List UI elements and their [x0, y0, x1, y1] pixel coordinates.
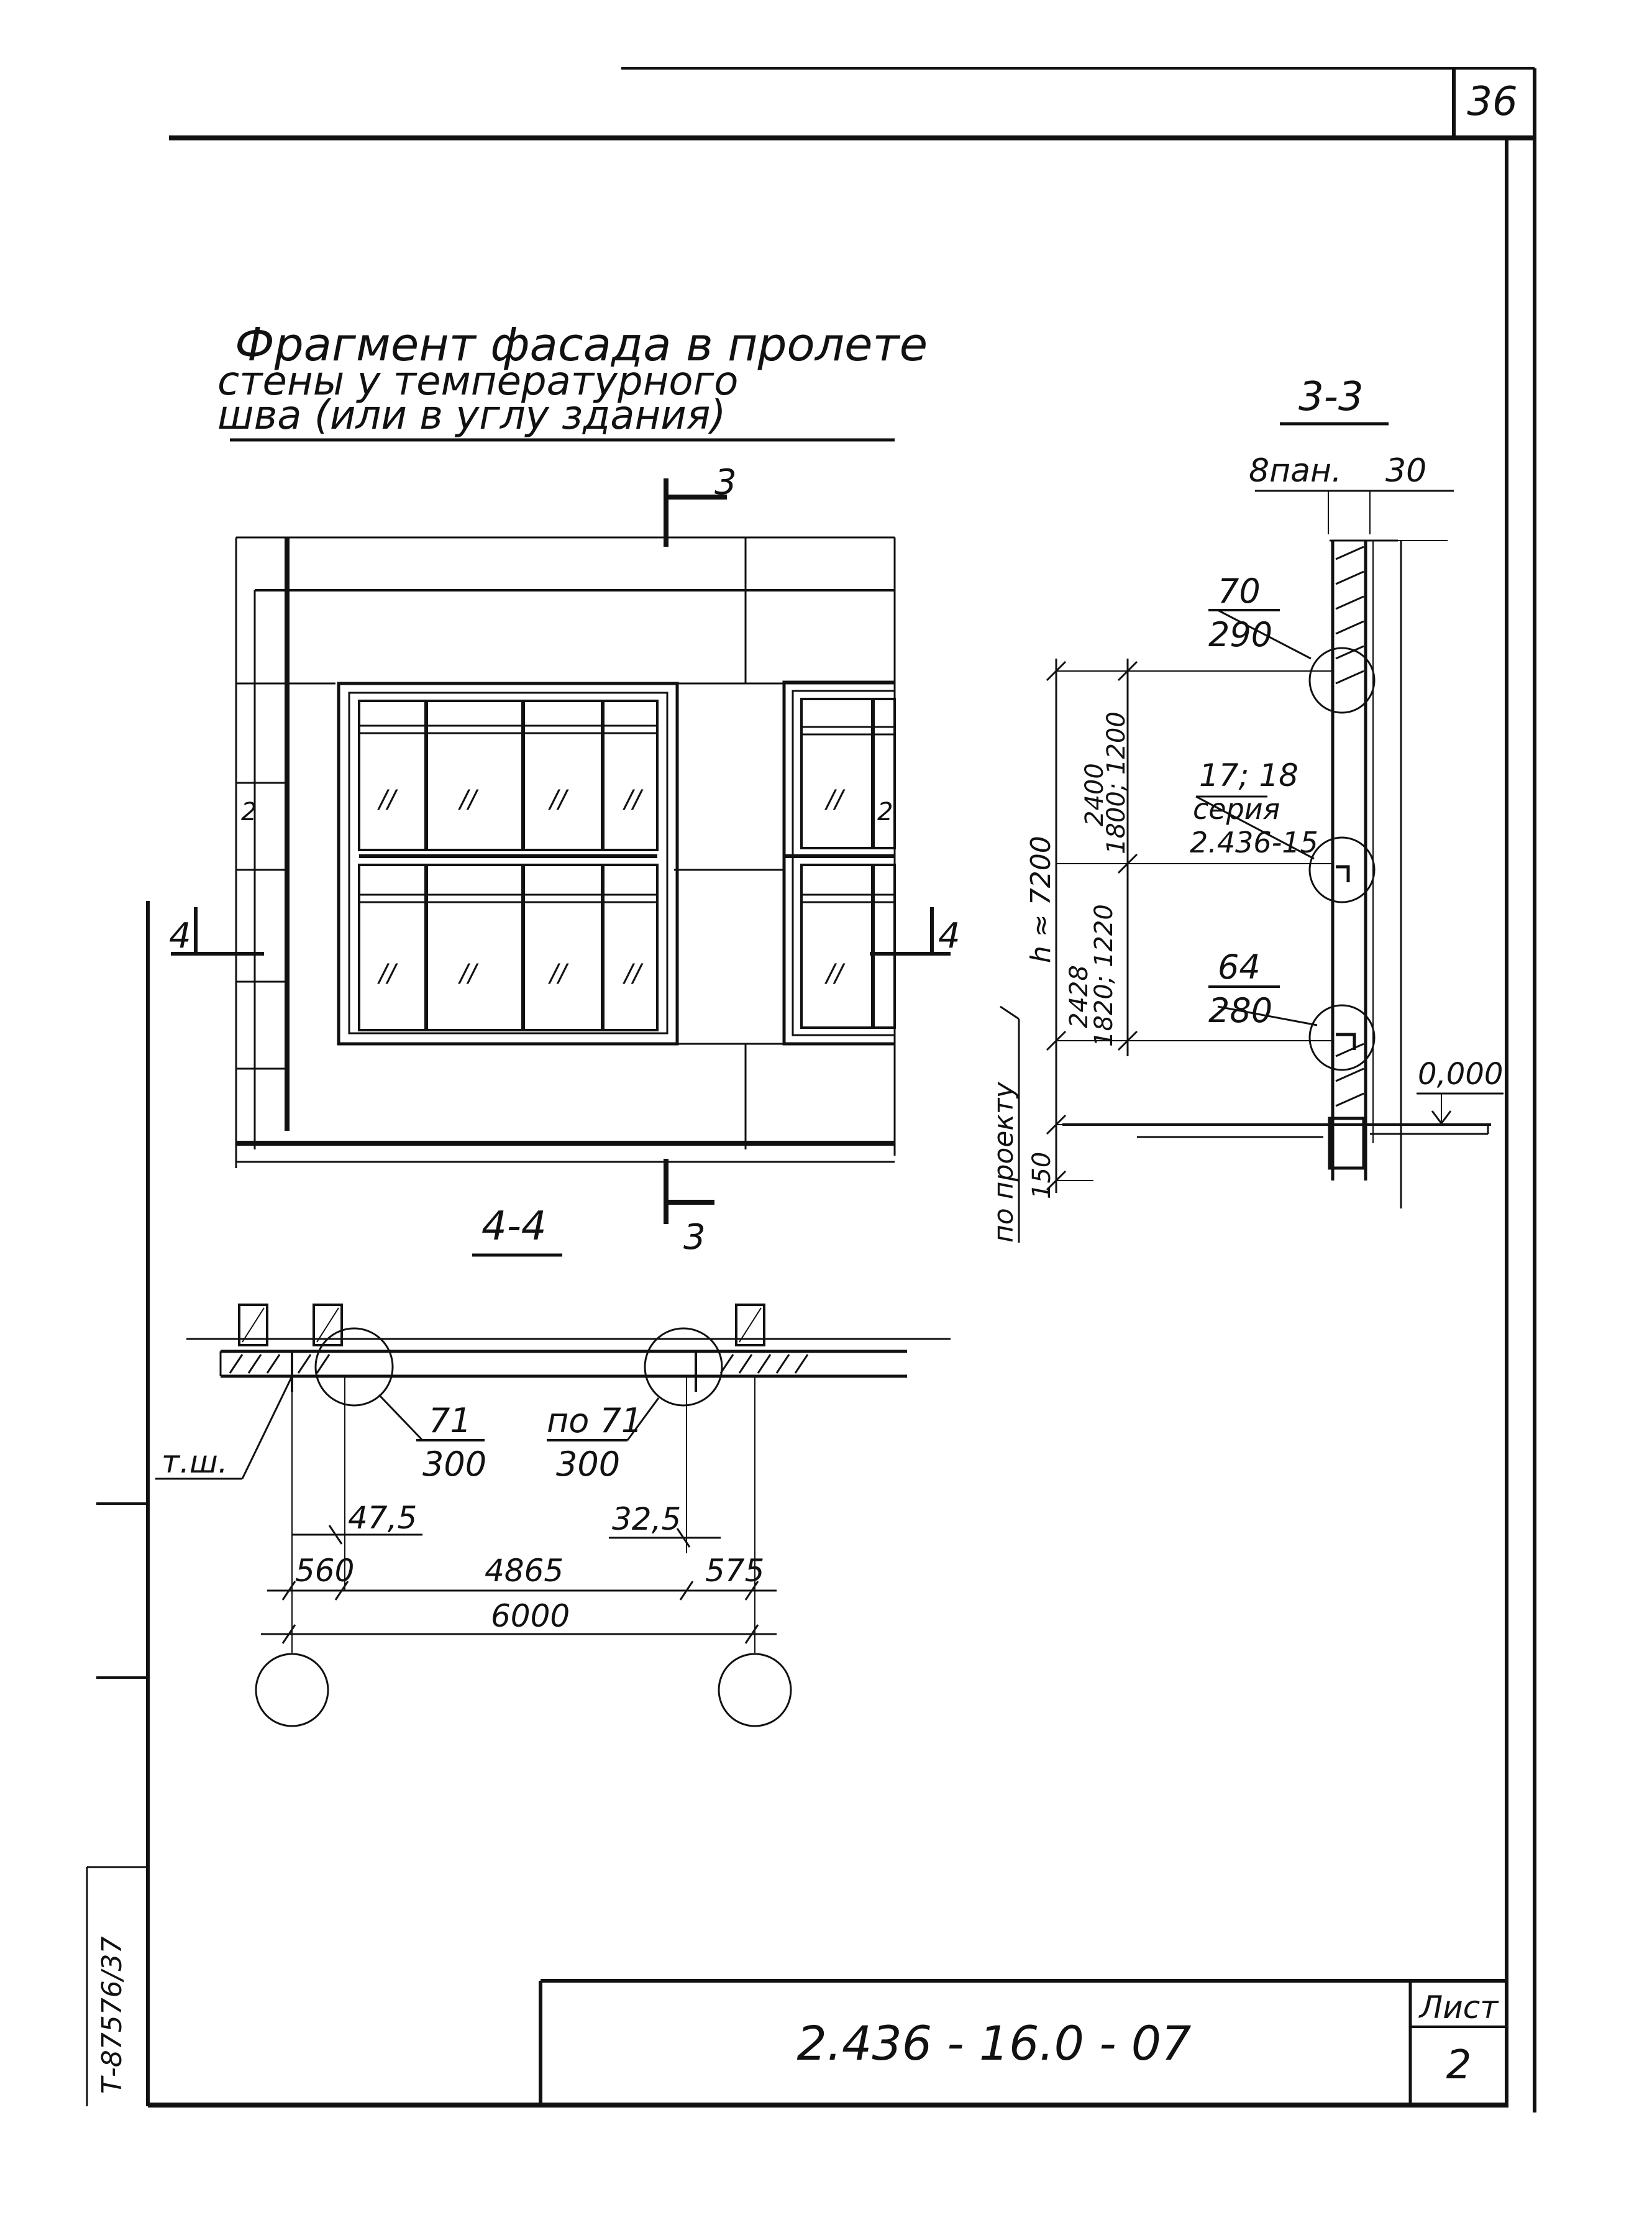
dim-150: 150: [1028, 1152, 1056, 1199]
dim-upper: 2400: [1080, 763, 1109, 826]
node-70-num: 70: [1218, 572, 1261, 611]
node-17-18-series: серия: [1193, 792, 1280, 826]
dim-upper-alt: 1800; 1200: [1102, 711, 1131, 854]
dim-32-5: 32,5: [612, 1501, 681, 1537]
node-circle-17-18: [1308, 836, 1376, 903]
by-project-note: по проекту: [988, 1081, 1020, 1243]
cut-mark-3-top: 3: [714, 462, 737, 503]
hatch-mark: //: [377, 959, 398, 988]
hatch-mark: //: [623, 959, 644, 988]
node-circle-71-alt: [644, 1327, 723, 1407]
node-71-den: 300: [422, 1445, 486, 1484]
facade-elevation: [171, 478, 951, 1224]
title-block: 2.436 - 16.0 - 07 Лист 2: [539, 1979, 1507, 2105]
title-line-1: Фрагмент фасада в пролете: [235, 318, 928, 372]
dim-4865: 4865: [485, 1553, 564, 1589]
axis-bubble-left: [255, 1653, 329, 1727]
section-3-3-label: 3-3: [1298, 374, 1364, 420]
dim-575: 575: [705, 1553, 764, 1589]
node-71-num: 71: [429, 1401, 472, 1440]
sheet-value: 2: [1446, 2042, 1472, 2088]
side-stamp: Т-87576/37: [96, 1936, 128, 2094]
node-70-den: 290: [1208, 615, 1272, 654]
dim-lower-alt: 1820; 1220: [1090, 904, 1118, 1047]
node-circle-71: [314, 1327, 394, 1407]
dim-6000: 6000: [491, 1598, 570, 1634]
sheet-number-top: 36: [1467, 79, 1517, 125]
side-mark-left: 2: [241, 798, 257, 826]
drawing-code: 2.436 - 16.0 - 07: [797, 2016, 1192, 2071]
hatch-mark: //: [623, 785, 644, 814]
hatch-mark: //: [548, 785, 569, 814]
cut-mark-4-right: 4: [938, 916, 961, 956]
glass-hatch-marks: // // // // // // // // // //: [377, 785, 846, 988]
dim-lower: 2428: [1065, 965, 1093, 1028]
node-17-18-num: 17; 18: [1199, 757, 1298, 793]
dim-total: h ≈ 7200: [1025, 836, 1057, 963]
node-17-18-series-code: 2.436-15: [1190, 826, 1318, 859]
node-circle-64: [1308, 1004, 1376, 1071]
axis-bubble-right: [718, 1653, 792, 1727]
title-line-2: стены у температурного: [217, 359, 738, 404]
drawing-title: Фрагмент фасада в пролете стены у темпер…: [217, 318, 928, 442]
level-mark: 0,000: [1418, 1057, 1503, 1092]
node-64-num: 64: [1218, 948, 1261, 987]
hatch-mark: //: [377, 785, 398, 814]
cut-mark-3-bottom: 3: [683, 1217, 706, 1258]
title-line-3: шва (или в углу здания): [217, 393, 726, 439]
node-71-alt-num: по 71: [547, 1401, 642, 1440]
node-64-den: 280: [1208, 991, 1272, 1030]
section-4-4: 4-4: [155, 1203, 951, 1727]
sheet-frame: [86, 67, 1536, 2112]
cut-mark-4-left: 4: [169, 916, 191, 956]
node-71-alt-den: 300: [556, 1445, 620, 1484]
hatch-mark: //: [548, 959, 569, 988]
sheet-label: Лист: [1418, 1989, 1500, 2026]
side-mark-right: 2: [877, 798, 893, 826]
hatch-mark: //: [824, 785, 846, 814]
hatch-mark: //: [458, 785, 479, 814]
dim-30: 30: [1385, 452, 1426, 490]
panel-label: 8пан.: [1249, 452, 1341, 490]
section-3-3: 3-3 8пан. 30: [988, 374, 1504, 1243]
hatch-mark: //: [458, 959, 479, 988]
dim-560: 560: [295, 1553, 354, 1589]
node-circle-70: [1308, 647, 1376, 714]
joint-label: т.ш.: [162, 1444, 228, 1480]
dim-47-5: 47,5: [348, 1500, 417, 1536]
hatch-mark: //: [824, 959, 846, 988]
section-4-4-label: 4-4: [481, 1203, 547, 1249]
